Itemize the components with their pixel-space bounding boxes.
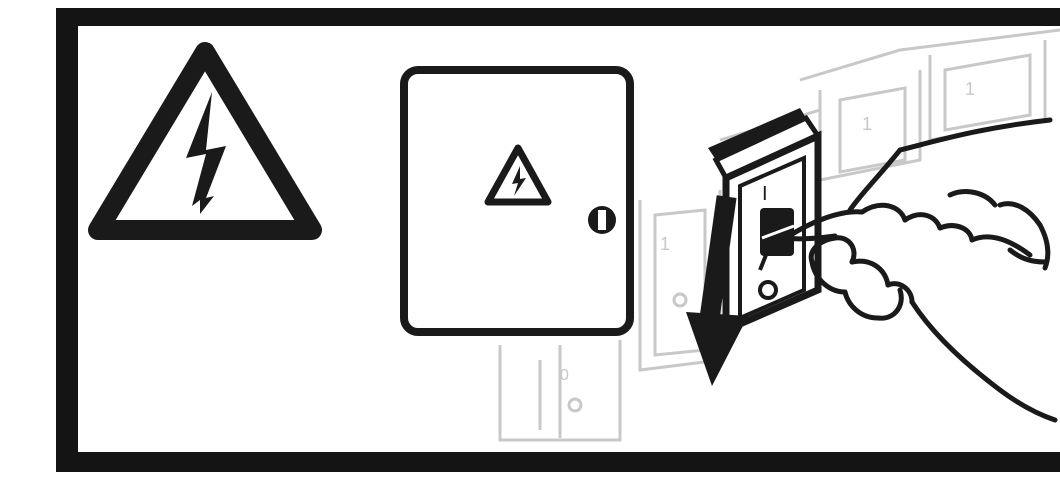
svg-text:I: I: [762, 183, 768, 205]
svg-text:0: 0: [560, 367, 569, 384]
svg-text:1: 1: [660, 234, 670, 254]
hand-icon: [786, 120, 1055, 420]
door-lock-icon: [588, 206, 616, 234]
high-voltage-warning-icon: [98, 52, 312, 230]
svg-text:1: 1: [862, 114, 872, 134]
svg-text:1: 1: [965, 79, 975, 99]
